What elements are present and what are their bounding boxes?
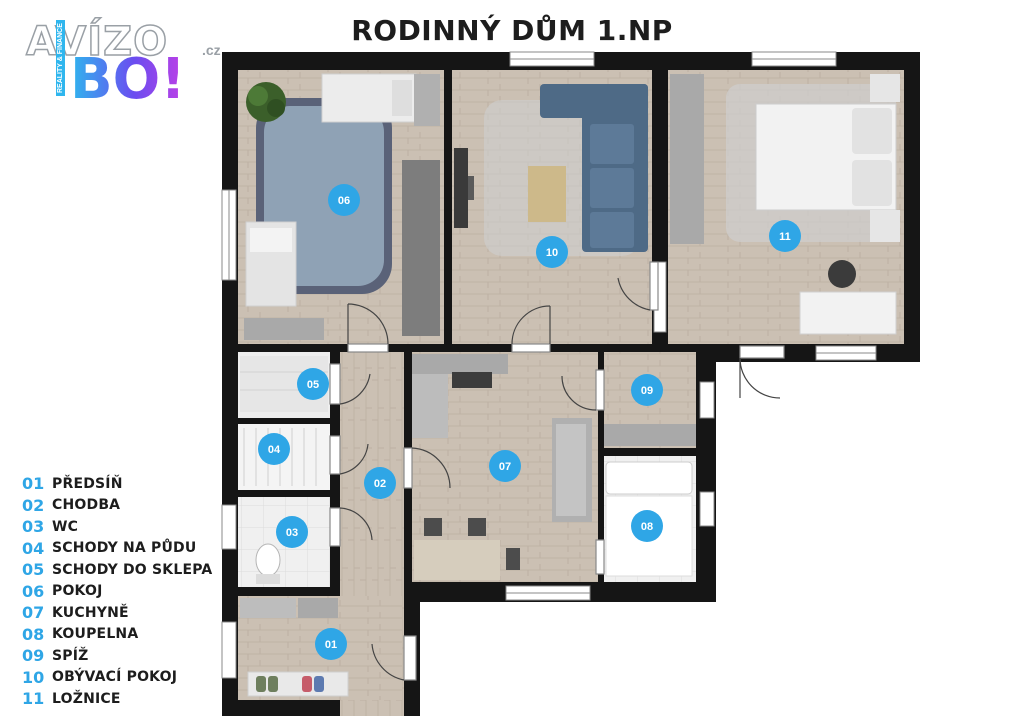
legend-code: 09 [22, 646, 45, 666]
room-badge-08: 08 [631, 510, 663, 542]
legend-item: 06 POKOJ [22, 581, 212, 603]
furniture-room-09-08 [604, 424, 696, 577]
desk-icon [799, 291, 897, 335]
room-badge-label: 02 [374, 478, 386, 490]
room-badges: 01 02 03 04 05 06 07 08 09 10 11 [258, 184, 801, 660]
legend-item: 04 SCHODY NA PŮDU [22, 538, 212, 560]
room-badge-label: 04 [268, 444, 281, 456]
legend-code: 02 [22, 495, 45, 515]
room-badge-label: 01 [325, 639, 337, 651]
legend-item: 07 KUCHYNĚ [22, 602, 212, 624]
legend-name: SPÍŽ [52, 647, 89, 664]
legend-name: KUCHYNĚ [52, 604, 129, 621]
furniture-room-01 [240, 598, 349, 697]
doors [329, 261, 785, 681]
legend-item: 11 LOŽNICE [22, 688, 212, 710]
room-badge-label: 05 [307, 379, 319, 391]
dining-table-icon [414, 540, 500, 580]
room-badge-07: 07 [489, 450, 521, 482]
legend-item: 10 OBÝVACÍ POKOJ [22, 667, 212, 689]
legend-name: OBÝVACÍ POKOJ [52, 669, 178, 686]
toilet-icon [255, 543, 281, 577]
legend-name: WC [52, 518, 79, 535]
room-badge-04: 04 [258, 433, 290, 465]
room-badge-label: 10 [546, 247, 558, 259]
legend-name: CHODBA [52, 497, 121, 514]
bathtub-icon [605, 461, 693, 495]
room-badge-label: 07 [499, 461, 511, 473]
furniture-room-07 [412, 354, 592, 580]
legend-name: SCHODY NA PŮDU [52, 540, 197, 557]
legend-name: LOŽNICE [52, 690, 121, 707]
room-badge-label: 03 [286, 527, 298, 539]
legend-code: 07 [22, 603, 45, 623]
room-badge-11: 11 [769, 220, 801, 252]
legend-code: 04 [22, 538, 45, 558]
room-badge-03: 03 [276, 516, 308, 548]
room-badge-09: 09 [631, 374, 663, 406]
legend-name: KOUPELNA [52, 626, 139, 643]
legend-code: 01 [22, 474, 45, 494]
furniture-room-11 [670, 74, 900, 335]
logo-domain: .cz [202, 42, 221, 58]
legend-item: 09 SPÍŽ [22, 645, 212, 667]
coffee-table-icon [528, 166, 566, 222]
furniture-room-06 [244, 73, 440, 340]
company-logo: AVÍZO .cz BO! REALITY & FINANCE [25, 19, 246, 110]
room-badge-label: 08 [641, 521, 653, 533]
kitchen-counter [412, 354, 508, 374]
legend-code: 06 [22, 581, 45, 601]
legend-code: 08 [22, 624, 45, 644]
legend-item: 01 PŘEDSÍŇ [22, 473, 212, 495]
room-badge-10: 10 [536, 236, 568, 268]
room-badge-label: 09 [641, 385, 653, 397]
room-badge-02: 02 [364, 467, 396, 499]
furniture-room-10 [454, 84, 648, 256]
legend-item: 03 WC [22, 516, 212, 538]
room-badge-06: 06 [328, 184, 360, 216]
legend-code: 03 [22, 517, 45, 537]
legend-code: 10 [22, 667, 45, 687]
legend-name: PŘEDSÍŇ [52, 475, 123, 492]
chair-icon [828, 260, 856, 288]
room-badge-01: 01 [315, 628, 347, 660]
legend-name: SCHODY DO SKLEPA [52, 561, 213, 578]
furniture-room-03 [255, 543, 281, 584]
legend-item: 02 CHODBA [22, 495, 212, 517]
plan-title: RODINNÝ DŮM 1.NP [351, 14, 673, 47]
legend-code: 11 [22, 689, 45, 709]
legend-code: 05 [22, 560, 45, 580]
room-badge-label: 06 [338, 195, 350, 207]
logo-wordmark: AVÍZO [25, 19, 169, 65]
room-badge-label: 11 [779, 231, 791, 243]
logo-mark: BO! [70, 47, 186, 112]
legend-item: 08 KOUPELNA [22, 624, 212, 646]
windows [221, 51, 877, 679]
legend-item: 05 SCHODY DO SKLEPA [22, 559, 212, 581]
room-legend: 01 PŘEDSÍŇ 02 CHODBA 03 WC 04 SCHODY NA PŮDU… [22, 473, 212, 710]
legend-name: POKOJ [52, 583, 103, 600]
room-badge-05: 05 [297, 368, 329, 400]
